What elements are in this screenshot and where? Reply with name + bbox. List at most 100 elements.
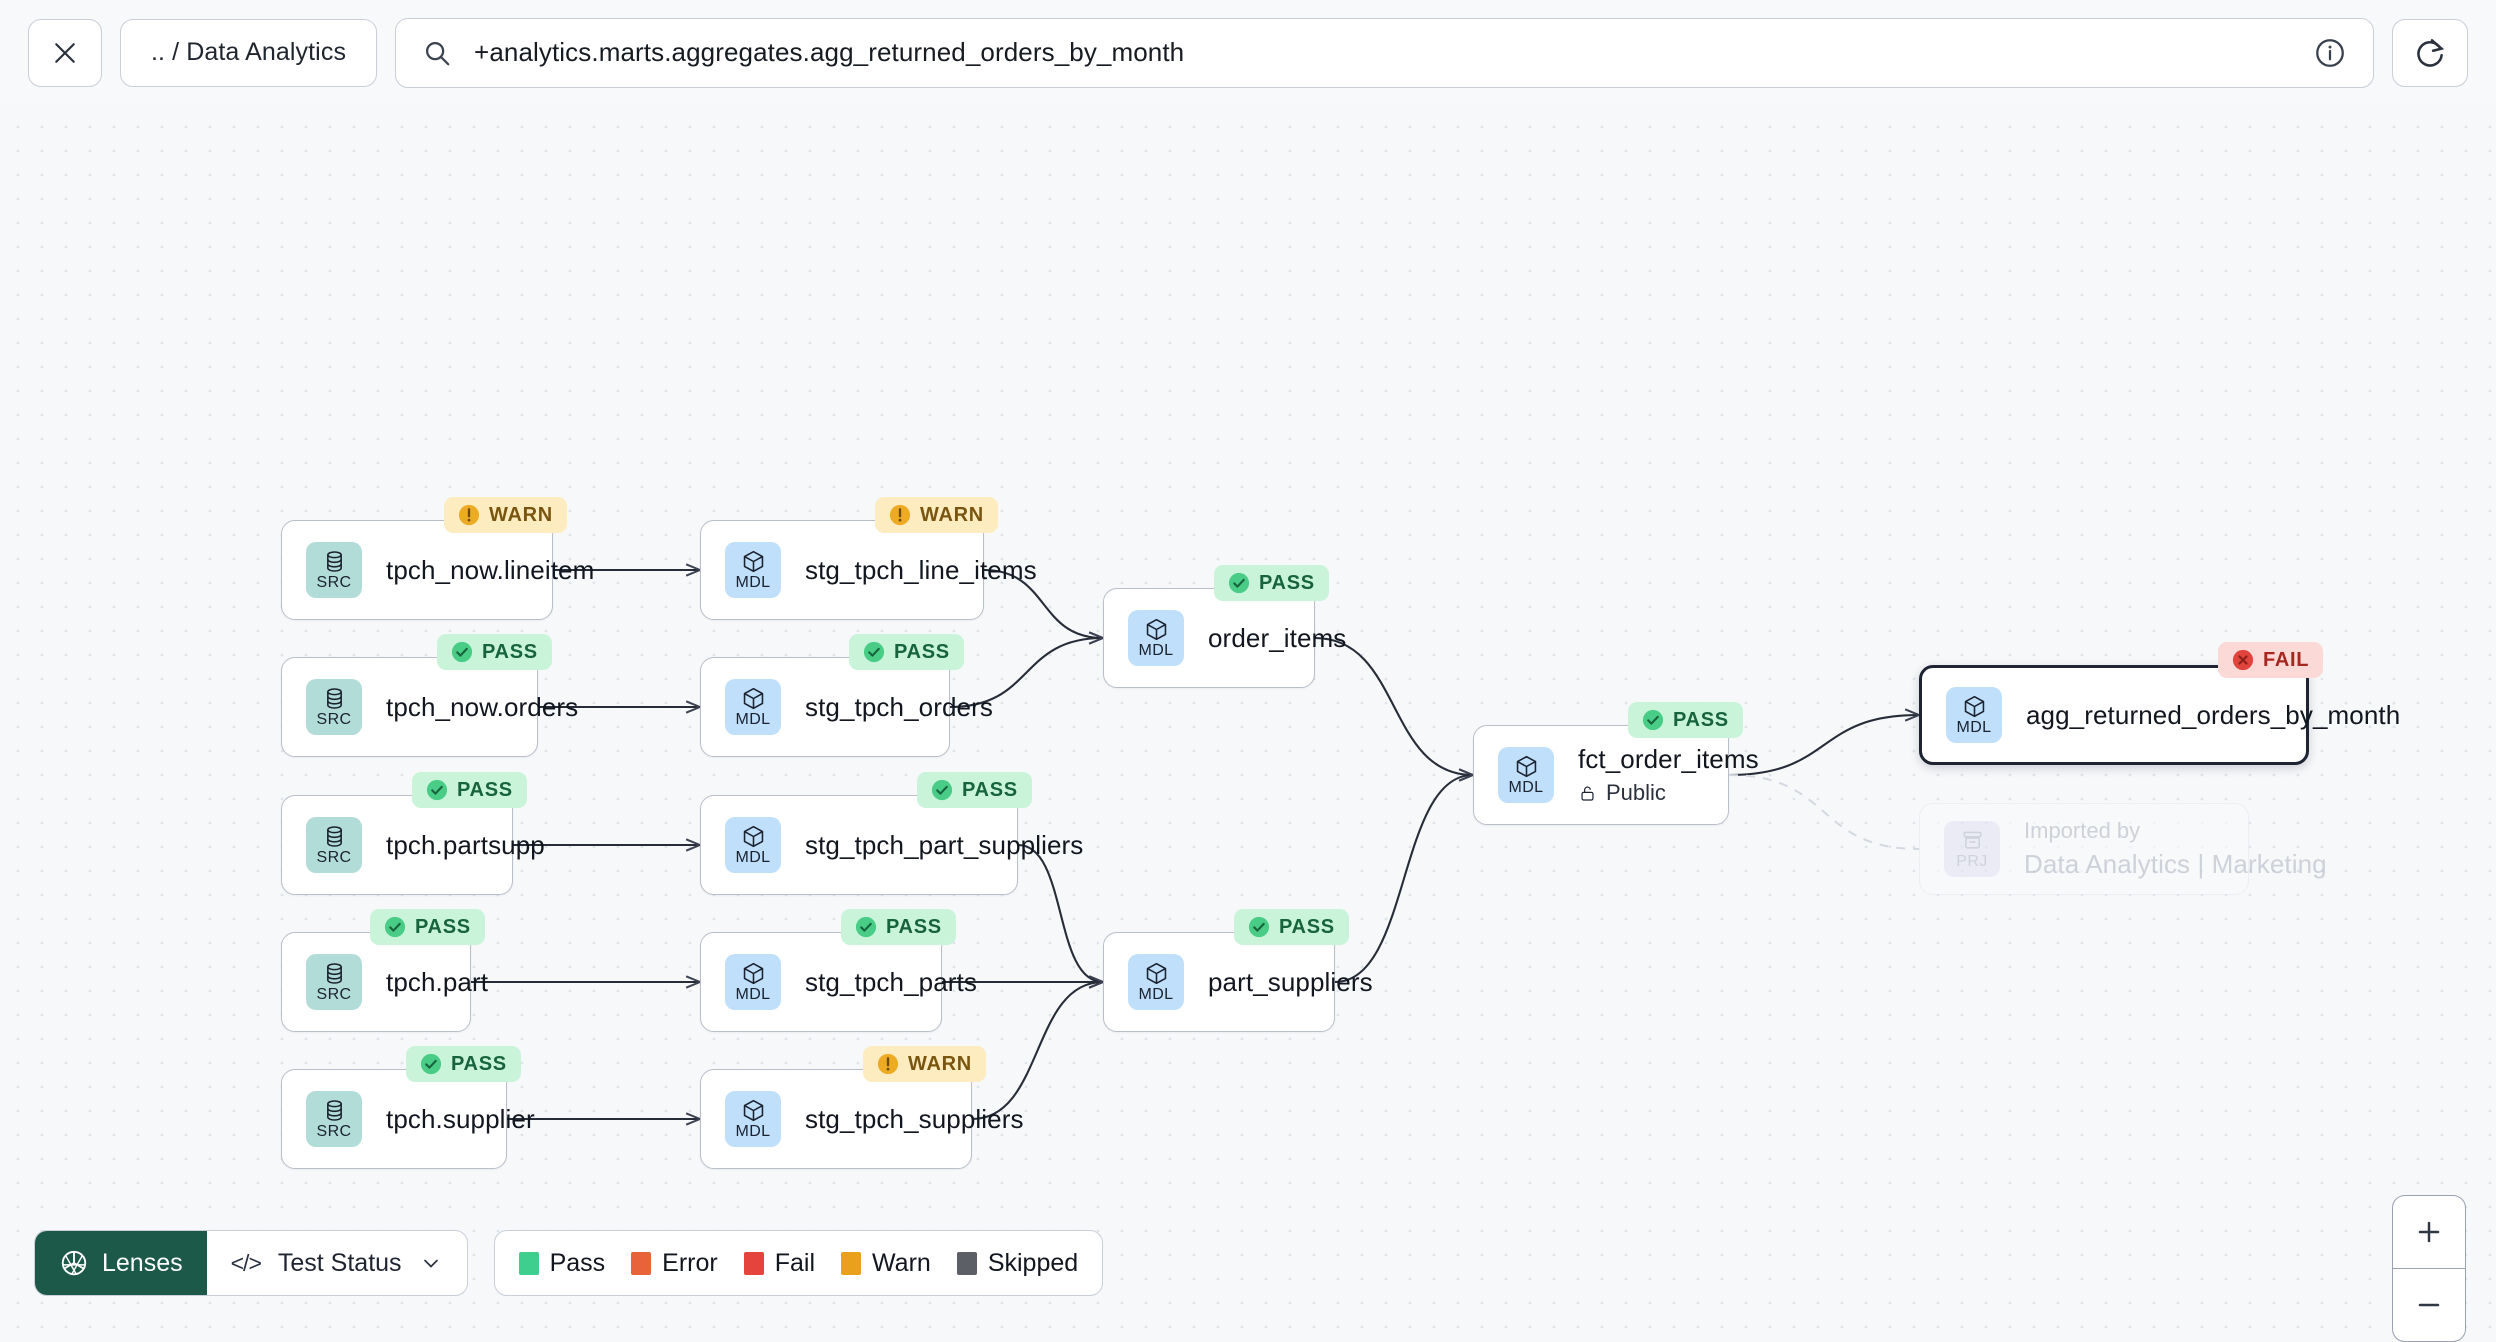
status-badge-label: WARN: [920, 503, 984, 526]
check-circle-icon: [451, 641, 473, 663]
node-type-badge-mdl: MDL: [1498, 747, 1554, 803]
lineage-node-tpch_now_orders[interactable]: SRC tpch_now.orders: [281, 657, 579, 757]
legend-item-pass[interactable]: Pass: [518, 1248, 606, 1278]
node-type-label: MDL: [735, 986, 771, 1003]
lineage-edge: [1017, 843, 1103, 982]
node-type-badge-mdl: MDL: [1946, 687, 2002, 743]
node-type-label: SRC: [316, 574, 352, 591]
node-label: tpch_now.lineitem: [386, 554, 595, 585]
node-label: Data Analytics | Marketing: [2024, 849, 2327, 879]
node-type-badge-src: SRC: [306, 817, 362, 873]
status-badge-warn: WARN: [863, 1046, 986, 1082]
node-type-label: PRJ: [1956, 853, 1988, 870]
legend-label: Fail: [774, 1248, 816, 1277]
plus-icon: [2418, 1221, 2440, 1243]
status-badge-pass: PASS: [1234, 909, 1349, 945]
status-badge-label: PASS: [482, 640, 538, 663]
status-badge-warn: WARN: [875, 497, 998, 533]
node-label: fct_order_items: [1578, 744, 1759, 774]
status-badge-pass: PASS: [1214, 565, 1329, 601]
lineage-node-tpch_now_lineitem[interactable]: SRC tpch_now.lineitem: [281, 520, 595, 620]
alert-circle-icon: [889, 504, 911, 526]
lineage-edge: [1334, 775, 1473, 984]
breadcrumb[interactable]: .. / Data Analytics: [120, 18, 378, 87]
node-text: Imported by Data Analytics | Marketing: [2024, 818, 2327, 880]
status-badge-pass: PASS: [412, 772, 527, 808]
cube-icon: [1146, 962, 1166, 985]
legend-item-warn[interactable]: Warn: [841, 1249, 931, 1278]
node-type-label: MDL: [1508, 779, 1544, 796]
database-icon: [326, 551, 342, 572]
status-badge-label: PASS: [962, 778, 1018, 801]
node-imported-by-label: Imported by: [2024, 818, 2141, 843]
legend-swatch: [743, 1251, 764, 1275]
node-text: stg_tpch_line_items: [805, 555, 1037, 586]
node-type-badge-mdl: MDL: [1128, 954, 1184, 1010]
legend-item-error[interactable]: Error: [631, 1249, 718, 1278]
node-type-label: SRC: [316, 986, 352, 1003]
node-label: tpch.partsupp: [386, 829, 545, 860]
status-badge-label: PASS: [451, 1052, 507, 1075]
node-type-label: MDL: [735, 1123, 771, 1140]
zoom-out-button[interactable]: [2393, 1268, 2465, 1341]
node-text: stg_tpch_suppliers: [805, 1104, 1024, 1135]
lineage-node-tpch_partsupp[interactable]: SRC tpch.partsupp: [281, 795, 545, 895]
lineage-node-imported_by_project[interactable]: PRJ Imported by Data Analytics | Marketing: [1919, 803, 2327, 895]
lens-select[interactable]: </> Test Status: [207, 1231, 467, 1295]
zoom-in-button[interactable]: [2393, 1196, 2465, 1268]
top-toolbar: .. / Data Analytics: [0, 0, 2496, 105]
node-text: tpch_now.lineitem: [386, 554, 595, 586]
search-input[interactable]: [472, 36, 2293, 69]
lineage-node-tpch_part[interactable]: SRC tpch.part: [281, 932, 489, 1032]
refresh-button[interactable]: [2392, 18, 2468, 87]
node-type-badge-mdl: MDL: [725, 954, 781, 1010]
node-label: tpch.part: [386, 966, 489, 997]
node-text: tpch.supplier: [386, 1104, 535, 1135]
alert-circle-icon: [877, 1053, 899, 1075]
lineage-node-stg_tpch_line_items[interactable]: MDL stg_tpch_line_items: [700, 520, 1037, 620]
node-type-badge-prj: PRJ: [1944, 821, 2000, 877]
legend-label: Skipped: [987, 1248, 1079, 1277]
lens-group: Lenses </> Test Status: [34, 1230, 468, 1296]
aperture-icon: [61, 1250, 87, 1276]
lenses-button[interactable]: Lenses: [35, 1231, 207, 1295]
node-type-badge-mdl: MDL: [1128, 610, 1184, 666]
node-type-badge-mdl: MDL: [725, 542, 781, 598]
legend-item-fail[interactable]: Fail: [743, 1248, 816, 1278]
cube-icon: [1516, 755, 1536, 778]
status-badge-label: FAIL: [2263, 648, 2310, 671]
lineage-node-stg_tpch_suppliers[interactable]: MDL stg_tpch_suppliers: [700, 1069, 1024, 1169]
status-badge-warn: WARN: [444, 497, 567, 533]
database-icon: [326, 688, 342, 709]
info-circle-icon[interactable]: [2313, 36, 2347, 70]
minus-icon: [2418, 1303, 2440, 1307]
lineage-edge: [971, 982, 1103, 1121]
node-type-badge-src: SRC: [306, 679, 362, 735]
alert-circle-icon: [458, 504, 480, 526]
lineage-node-agg_returned_orders_by_month[interactable]: MDL agg_returned_orders_by_month: [1919, 665, 2401, 765]
legend-label: Pass: [549, 1248, 606, 1277]
status-badge-pass: PASS: [370, 909, 485, 945]
node-type-label: SRC: [316, 1123, 352, 1140]
node-label: stg_tpch_orders: [805, 691, 993, 722]
close-button[interactable]: [28, 18, 102, 87]
node-label: tpch_now.orders: [386, 691, 579, 722]
lineage-node-tpch_supplier[interactable]: SRC tpch.supplier: [281, 1069, 535, 1169]
legend-item-skipped[interactable]: Skipped: [956, 1248, 1079, 1278]
status-badge-pass: PASS: [1628, 702, 1743, 738]
search-box[interactable]: [395, 17, 2374, 88]
node-text: agg_returned_orders_by_month: [2026, 699, 2401, 731]
check-circle-icon: [1248, 916, 1270, 938]
node-label: agg_returned_orders_by_month: [2026, 699, 2401, 730]
status-badge-pass: PASS: [406, 1046, 521, 1082]
node-type-badge-src: SRC: [306, 1091, 362, 1147]
